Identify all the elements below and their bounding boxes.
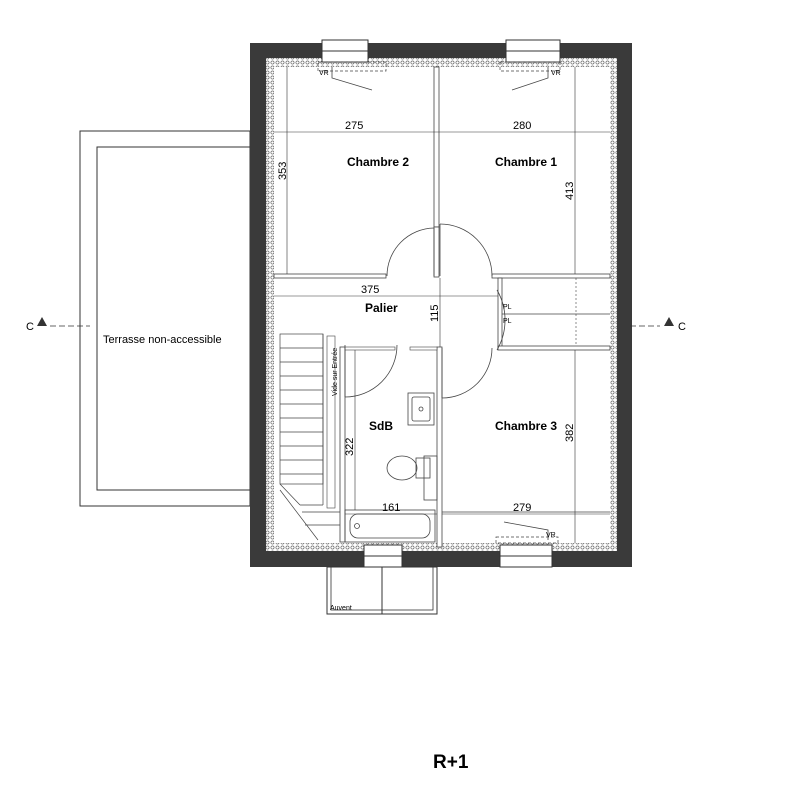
dim-palier-width: 375 — [361, 284, 379, 296]
room-sdb: SdB — [369, 419, 393, 433]
dimension-lines — [274, 67, 610, 543]
dim-bath-width: 161 — [382, 502, 400, 514]
pl-label-1: PL — [503, 304, 512, 311]
pl-label-2: PL — [503, 318, 512, 325]
interior-walls — [273, 66, 611, 548]
dim-chambre1-height: 413 — [564, 182, 576, 200]
section-mark-right: C — [678, 321, 686, 333]
room-chambre-1: Chambre 1 — [495, 155, 557, 169]
top-windows — [317, 39, 561, 91]
dim-chambre3-height: 382 — [564, 424, 576, 442]
staircase — [279, 333, 340, 541]
dim-chambre2-width: 275 — [345, 120, 363, 132]
section-arrow-right — [664, 317, 674, 326]
vide-label: Vide sur Entrée — [332, 348, 339, 396]
section-arrow-left — [37, 317, 47, 326]
auvent-label: Auvent — [330, 605, 352, 612]
terrace-label: Terrasse non-accessible — [103, 334, 222, 346]
bathroom-fixtures — [344, 392, 438, 543]
vr-label-left: VR — [319, 70, 329, 77]
dim-chambre3-width: 279 — [513, 502, 531, 514]
dim-chambre1-width: 280 — [513, 120, 531, 132]
room-chambre-3: Chambre 3 — [495, 419, 557, 433]
auvent — [326, 566, 438, 615]
section-mark-left: C — [26, 321, 34, 333]
vr-label-bottom: VR — [546, 532, 556, 539]
door-swings — [344, 223, 506, 399]
exterior-walls — [250, 43, 632, 567]
dim-chambre2-height: 353 — [277, 162, 289, 180]
dim-sdb-height: 322 — [344, 438, 356, 456]
dim-palier-height: 115 — [429, 304, 441, 322]
plan-title: R+1 — [433, 752, 469, 773]
room-palier: Palier — [365, 301, 398, 315]
terrace — [79, 130, 251, 507]
room-chambre-2: Chambre 2 — [347, 155, 409, 169]
vr-label-right: VR — [551, 70, 561, 77]
